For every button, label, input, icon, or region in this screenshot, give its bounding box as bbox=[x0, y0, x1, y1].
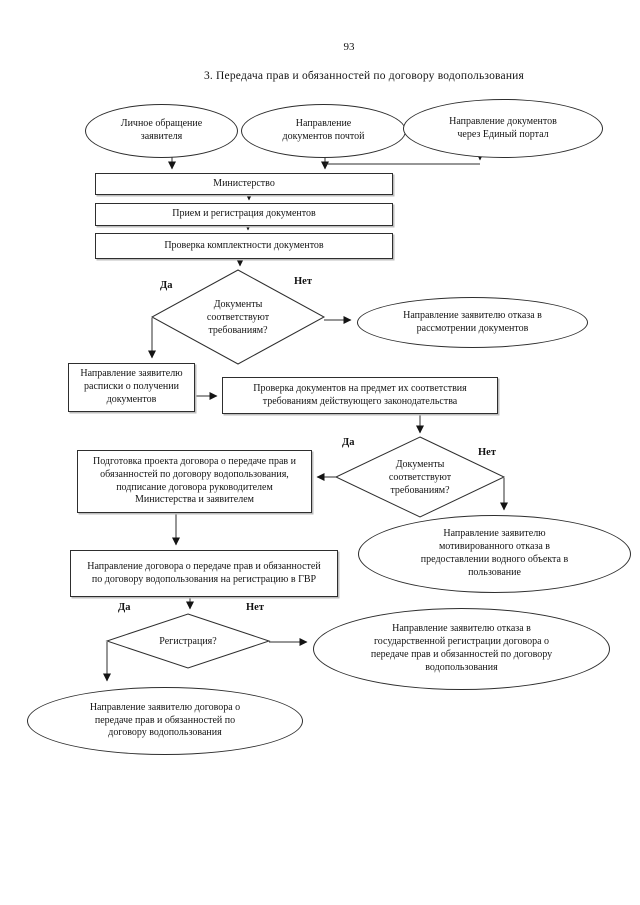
page-number: 93 bbox=[343, 41, 355, 53]
process-receipt: Направление заявителю расписки о получен… bbox=[68, 363, 195, 412]
start-portal: Направление документов через Единый порт… bbox=[403, 99, 603, 158]
branch-yes-3: Да bbox=[118, 602, 131, 613]
start-mail: Направление документов почтой bbox=[241, 104, 406, 158]
decision-docs-1-label: Документы соответствуют требованиям? bbox=[206, 298, 270, 336]
decision-docs-2-label: Документы соответствуют требованиям? bbox=[388, 458, 452, 496]
branch-no-1: Нет bbox=[294, 276, 312, 287]
process-draft-contract: Подготовка проекта договора о передаче п… bbox=[77, 450, 312, 513]
branch-no-3: Нет bbox=[246, 602, 264, 613]
process-law-check: Проверка документов на предмет их соотве… bbox=[222, 377, 498, 414]
process-completeness-check: Проверка комплектности документов bbox=[95, 233, 393, 259]
start-personal-visit: Личное обращение заявителя bbox=[85, 104, 238, 158]
end-registration-refusal: Направление заявителю отказа в государст… bbox=[313, 608, 610, 690]
process-send-to-gvr: Направление договора о передаче прав и о… bbox=[70, 550, 338, 597]
branch-yes-1: Да bbox=[160, 280, 173, 291]
section-title: 3. Передача прав и обязанностей по догов… bbox=[203, 70, 525, 82]
decision-diamond-docs-1 bbox=[150, 269, 326, 365]
end-motivated-refusal: Направление заявителю мотивированного от… bbox=[358, 515, 631, 593]
branch-no-2: Нет bbox=[478, 447, 496, 458]
end-contract-delivery: Направление заявителю договора о передач… bbox=[27, 687, 303, 755]
process-reception: Прием и регистрация документов bbox=[95, 203, 393, 226]
process-ministry: Министерство bbox=[95, 173, 393, 195]
end-refusal-review: Направление заявителю отказа в рассмотре… bbox=[357, 297, 588, 348]
decision-diamond-docs-2 bbox=[334, 436, 506, 518]
decision-registration-label: Регистрация? bbox=[159, 635, 217, 647]
decision-diamond-registration bbox=[105, 613, 271, 669]
branch-yes-2: Да bbox=[342, 437, 355, 448]
